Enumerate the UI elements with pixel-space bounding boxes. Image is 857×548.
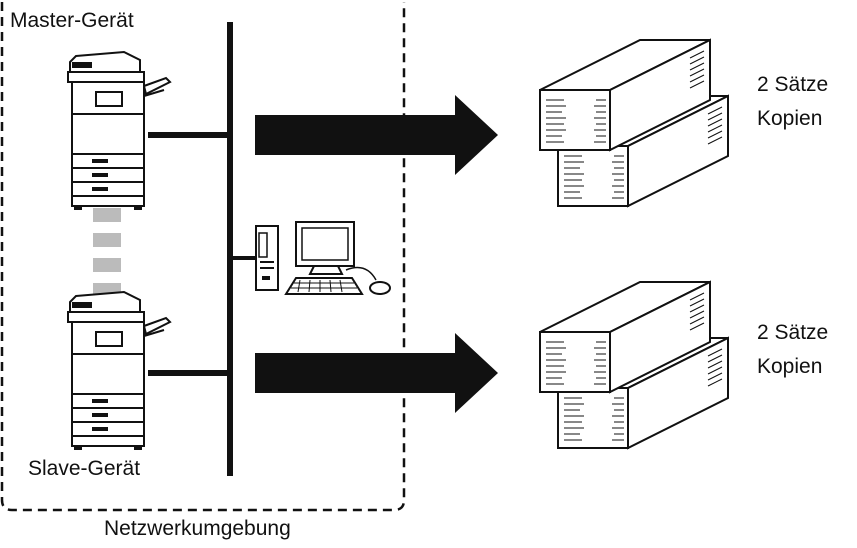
output-arrow-top xyxy=(255,95,498,175)
output-top-label-line2: Kopien xyxy=(757,107,823,130)
master-device-copier-icon xyxy=(67,51,171,211)
output-top-label-line1: 2 Sätze xyxy=(757,73,829,96)
device-pairing-connector xyxy=(93,208,121,295)
network-boundary xyxy=(0,2,406,512)
slave-device-label: Slave-Gerät xyxy=(28,457,141,480)
output-bottom-label-line2: Kopien xyxy=(757,355,823,378)
output-stack-bottom-paper-stack-icon xyxy=(540,282,728,448)
output-bottom-label-line1: 2 Sätze xyxy=(757,321,829,344)
master-device-label: Master-Gerät xyxy=(10,9,134,32)
output-arrow-bottom xyxy=(255,333,498,413)
output-stack-top-paper-stack-icon xyxy=(540,40,728,206)
network-environment-label: Netzwerkumgebung xyxy=(104,517,291,540)
desktop-computer-icon xyxy=(255,221,391,295)
